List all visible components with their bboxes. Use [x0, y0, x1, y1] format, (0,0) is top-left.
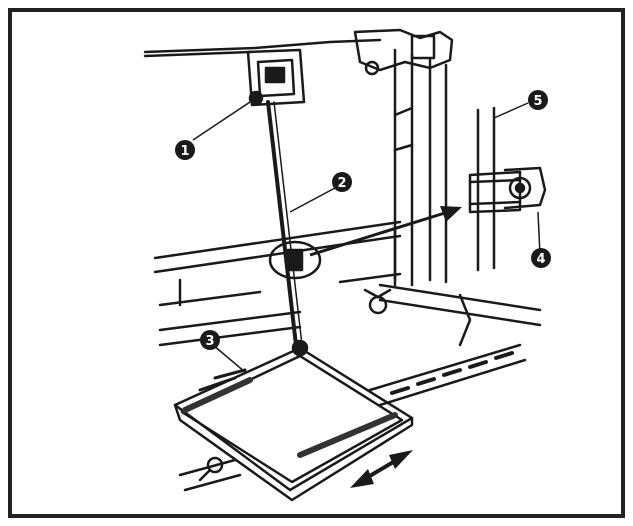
svg-text:4: 4 — [536, 252, 545, 267]
middle-rail — [158, 310, 302, 347]
callout-2: 2 — [332, 172, 352, 192]
rod-guide — [268, 240, 322, 280]
machine-drawing — [143, 28, 547, 502]
callout-1: 1 — [175, 140, 195, 160]
callout-5: 5 — [528, 90, 548, 110]
motion-double-arrow — [350, 450, 413, 488]
connecting-rod — [266, 100, 298, 347]
callout-3: 3 — [200, 330, 220, 350]
upper-rail — [153, 220, 402, 274]
svg-text:1: 1 — [180, 144, 189, 159]
table-leg-right — [393, 48, 448, 287]
svg-text:3: 3 — [205, 334, 214, 349]
detail-arrow — [309, 206, 462, 257]
floor-rail-upper — [368, 343, 527, 407]
callout-4: 4 — [531, 248, 551, 268]
callout-leaders — [192, 97, 541, 373]
table-top-edge — [143, 38, 382, 54]
knee-lifter-bracket — [246, 48, 306, 107]
svg-text:2: 2 — [337, 176, 346, 191]
detail-shaft — [476, 106, 496, 272]
svg-text:5: 5 — [533, 94, 542, 109]
detail-clamp — [468, 170, 522, 214]
diagram-border — [8, 8, 625, 518]
